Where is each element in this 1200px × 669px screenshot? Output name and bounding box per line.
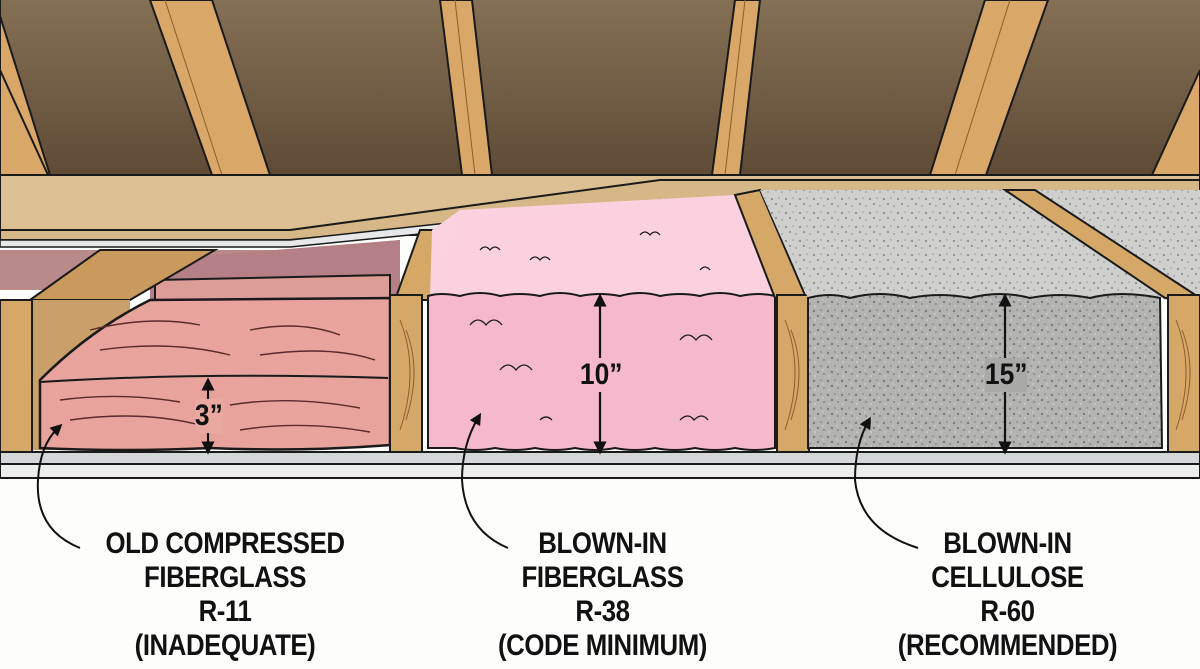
label-line: BLOWN-IN <box>538 527 667 560</box>
r-value: R-38 <box>575 595 630 628</box>
r-value: R-11 <box>198 595 252 628</box>
label-old-fiberglass: OLD COMPRESSED FIBERGLASS R-11 (INADEQUA… <box>75 527 376 663</box>
label-line: FIBERGLASS <box>143 561 306 594</box>
leader-cellulose <box>853 416 919 549</box>
rating: (CODE MINIMUM) <box>498 629 707 662</box>
r-value: R-60 <box>980 595 1035 628</box>
joist-2 <box>389 294 423 453</box>
label-blown-fiberglass: BLOWN-IN FIBERGLASS R-38 (CODE MINIMUM) <box>454 527 751 663</box>
joist-3 <box>776 294 810 453</box>
depth-label-cellulose: 15” <box>984 358 1028 392</box>
rating: (INADEQUATE) <box>134 629 316 662</box>
rating: (RECOMMENDED) <box>897 629 1118 662</box>
depth-label-blown-fiberglass: 10” <box>579 358 623 392</box>
rafters <box>0 0 1200 176</box>
drywall-ceiling <box>0 451 1200 465</box>
depth-label-old-fiberglass: 3” <box>194 399 223 433</box>
label-line: FIBERGLASS <box>521 561 684 594</box>
label-line: CELLULOSE <box>931 561 1084 594</box>
label-line: BLOWN-IN <box>943 527 1072 560</box>
label-line: OLD COMPRESSED <box>105 527 345 560</box>
joist-4 <box>1167 294 1200 453</box>
label-cellulose: BLOWN-IN CELLULOSE R-60 (RECOMMENDED) <box>859 527 1156 663</box>
blown-fiberglass-top <box>430 195 778 296</box>
leader-blown-fiberglass <box>460 412 509 549</box>
joist-1 <box>0 299 33 453</box>
leader-old-fiberglass <box>36 423 81 549</box>
old-fiberglass-batt-back <box>154 273 391 301</box>
